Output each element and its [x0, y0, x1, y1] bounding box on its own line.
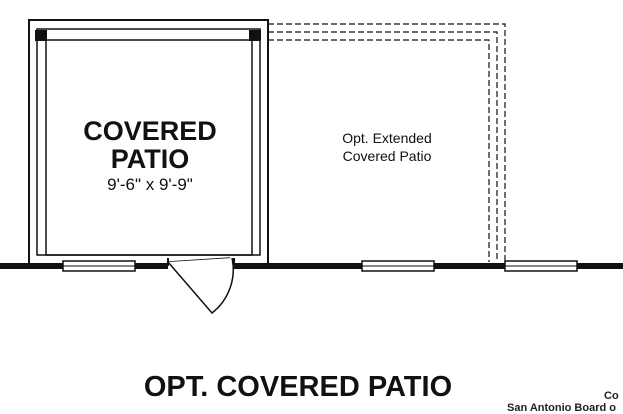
window-right — [504, 260, 578, 272]
covered-patio-dimensions: 9'-6" x 9'-9" — [107, 175, 193, 194]
windows — [62, 260, 578, 272]
door-swing — [167, 257, 235, 315]
door-arc — [167, 257, 234, 315]
extended-outline-mid — [268, 31, 498, 262]
covered-patio-title-line2: PATIO — [111, 144, 190, 174]
extended-outline-outer — [268, 23, 506, 262]
extended-patio-label-line2: Covered Patio — [343, 148, 432, 164]
window-left — [62, 260, 136, 272]
covered-patio-title-line1: COVERED — [83, 116, 217, 146]
extended-outline-inner — [268, 39, 490, 262]
watermark-line2: San Antonio Board o — [507, 402, 616, 414]
corner-post-left — [35, 30, 47, 41]
extended-patio-outline — [268, 23, 506, 262]
window-middle — [361, 260, 435, 272]
door-panel — [167, 257, 231, 263]
plan-caption: OPT. COVERED PATIO — [144, 371, 452, 403]
extended-patio-label-line1: Opt. Extended — [342, 130, 432, 146]
corner-post-right — [249, 30, 261, 41]
watermark-line1: Co — [604, 390, 619, 402]
patio-inner-line — [45, 39, 253, 256]
